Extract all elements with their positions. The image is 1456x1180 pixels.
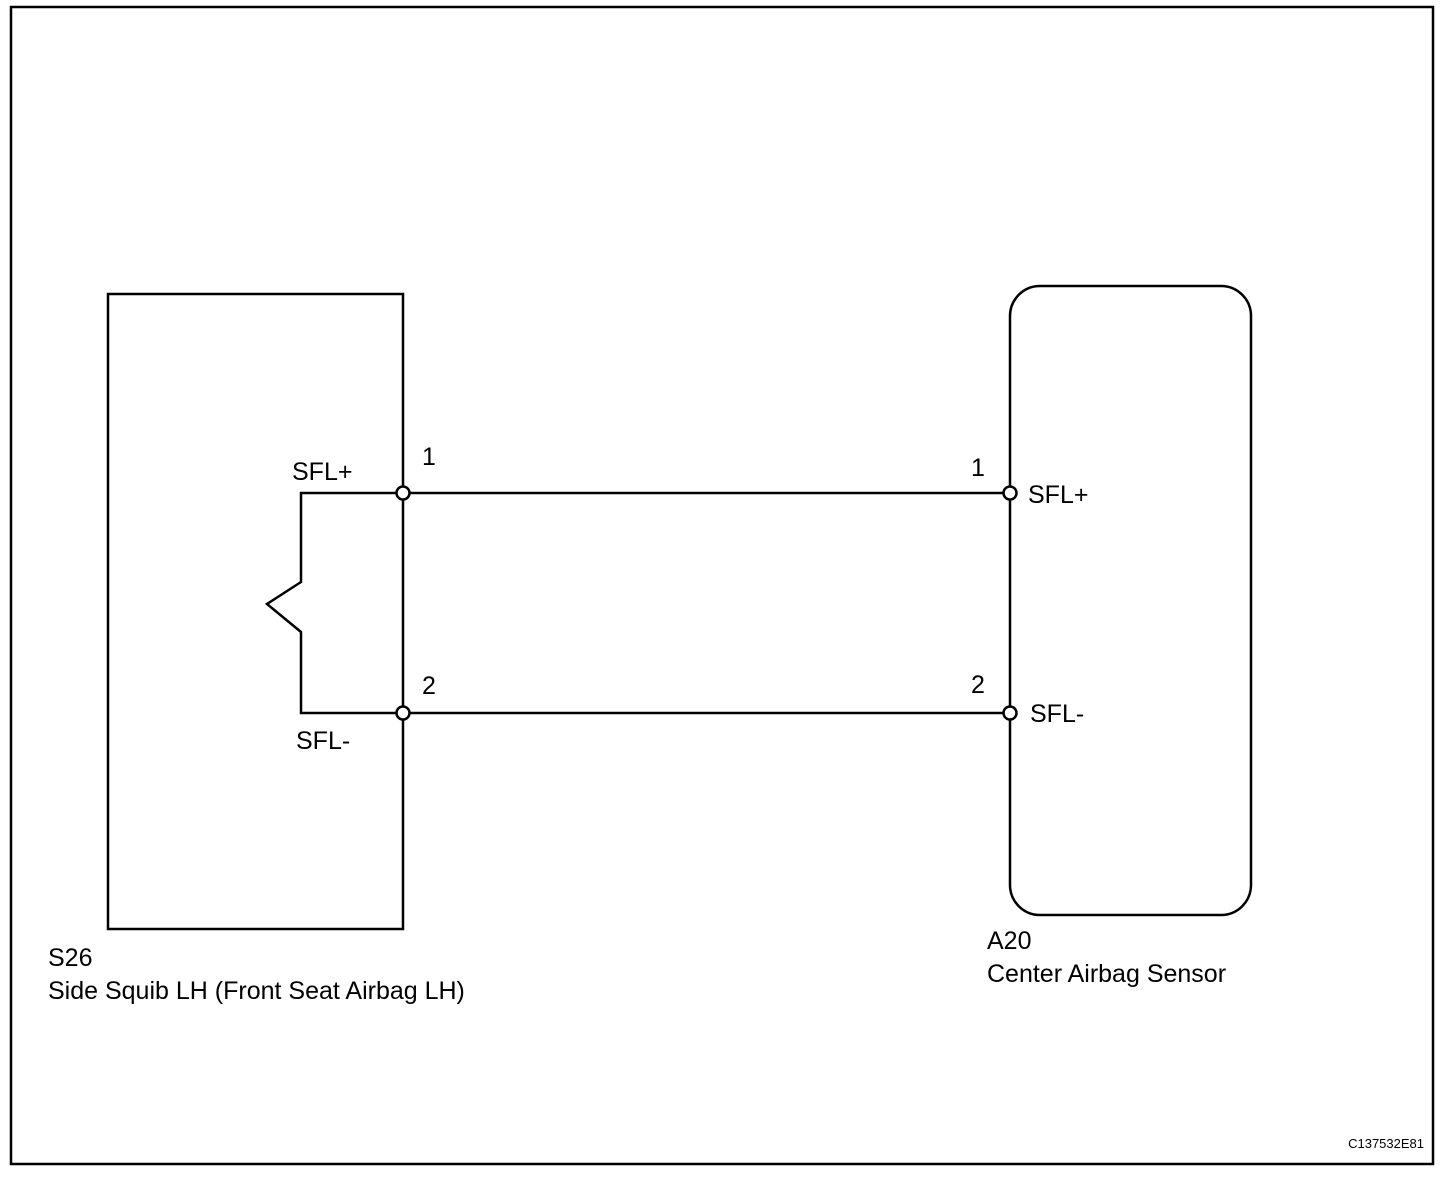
side-squib-box <box>106 292 405 931</box>
terminal-right-pin-2 <box>1002 705 1018 721</box>
right-component-name: Center Airbag Sensor <box>987 960 1226 988</box>
left-signal-top-label: SFL+ <box>292 458 352 486</box>
right-signal-bottom-label: SFL- <box>1030 700 1084 728</box>
right-pin-number-bottom: 2 <box>971 671 985 699</box>
center-airbag-sensor-box <box>1008 284 1253 917</box>
terminal-left-pin-1 <box>395 485 411 501</box>
left-component-name: Side Squib LH (Front Seat Airbag LH) <box>48 977 465 1005</box>
diagram-frame <box>9 5 1435 1166</box>
right-component-code: A20 <box>987 927 1031 955</box>
left-pin-number-bottom: 2 <box>422 672 436 700</box>
squib-element <box>264 491 398 715</box>
right-signal-top-label: SFL+ <box>1028 481 1088 509</box>
left-component-code: S26 <box>48 944 92 972</box>
left-signal-bottom-label: SFL- <box>296 727 350 755</box>
figure-code: C137532E81 <box>1348 1136 1424 1151</box>
terminal-right-pin-1 <box>1002 485 1018 501</box>
right-pin-number-top: 1 <box>971 454 985 482</box>
left-pin-number-top: 1 <box>422 443 436 471</box>
terminal-left-pin-2 <box>395 705 411 721</box>
